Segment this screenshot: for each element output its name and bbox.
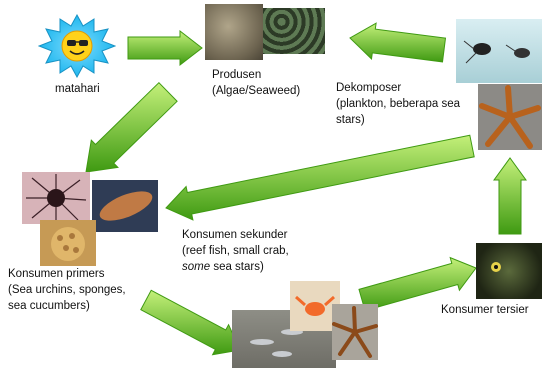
primary-subtitle-2: sea cucumbers) [8, 299, 90, 314]
secondary-subtitle-1: (reef fish, small crab, [182, 244, 289, 259]
seaweed-photo [263, 8, 325, 54]
sponge-photo [40, 220, 96, 266]
sea-cucumber-photo [92, 180, 158, 232]
arrow-primary-to-secondary [141, 290, 240, 354]
arrow-sun-to-producer [128, 31, 202, 65]
arrow-decomposer-to-primary [166, 135, 474, 220]
producer-title: Produsen [212, 68, 261, 83]
decomposer-title: Dekomposer [336, 81, 401, 96]
sea-urchin-photo [22, 172, 90, 224]
sea-star-photo-2 [332, 304, 378, 360]
primary-title: Konsumen primers [8, 267, 105, 282]
decomposer-subtitle-1: (plankton, beberapa sea [336, 97, 460, 112]
tertiary-fish-photo [476, 243, 542, 299]
sea-star-photo-1 [478, 84, 542, 150]
secondary-italic-word: some [182, 261, 210, 273]
sun-icon [38, 14, 116, 78]
primary-subtitle-1: (Sea urchins, sponges, [8, 283, 126, 298]
algae-photo [205, 4, 263, 60]
tertiary-label: Konsumer tersier [441, 303, 529, 318]
secondary-rest: sea stars) [210, 261, 264, 273]
producer-subtitle: (Algae/Seaweed) [212, 84, 300, 99]
secondary-subtitle-2: some sea stars) [182, 260, 264, 275]
arrow-decomposer-to-producer [350, 23, 446, 62]
plankton-photo-2 [500, 19, 542, 83]
sun-label: matahari [55, 82, 100, 97]
secondary-title: Konsumen sekunder [182, 228, 287, 243]
decomposer-subtitle-2: stars) [336, 113, 365, 128]
arrow-tertiary-to-decomposer [494, 158, 526, 234]
plankton-photo-1 [456, 19, 500, 83]
